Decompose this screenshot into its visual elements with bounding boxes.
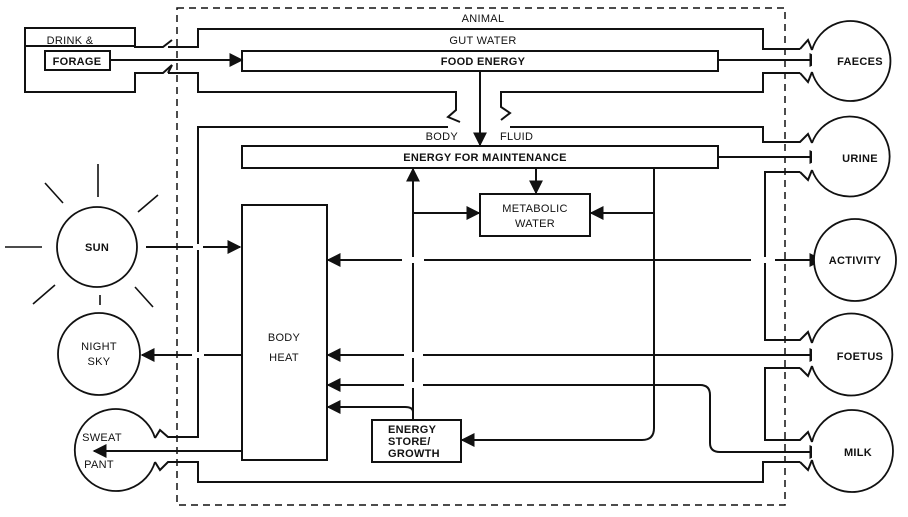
gut-water-channel: GUT WATER [168,28,813,123]
energy-store-line1: ENERGY [388,424,437,436]
energy-store-line3: GROWTH [388,448,440,460]
body-heat-line1: BODY [268,332,301,344]
animal-label: ANIMAL [462,13,505,25]
activity-label: ACTIVITY [829,255,882,267]
foetus-circle [811,312,894,397]
body-heat-box [241,204,328,461]
maintenance-to-store-arrow [460,168,655,447]
milk-label: MILK [844,447,872,459]
metabolic-water-line1: METABOLIC [502,203,567,215]
animal-boundary [176,7,786,506]
drink-label: DRINK & [47,35,94,47]
sun-rays-icon [5,164,159,308]
foetus-label: FOETUS [837,351,883,363]
metabolic-water-line2: WATER [515,218,555,230]
night-sky-circle [57,312,141,396]
sweat-pant-circle [73,408,156,492]
body-fluid-channel: BODY FLUID [154,126,813,483]
faeces-circle [811,20,892,102]
sun-circle [56,206,138,288]
gut-water-label: GUT WATER [449,35,516,47]
sun-label: SUN [85,242,109,254]
energy-store-line2: STORE/ [388,436,431,448]
night-sky-line2: SKY [88,356,111,368]
energy-store-growth-box [371,419,462,463]
night-sky-line1: NIGHT [81,341,117,353]
urine-circle [811,115,891,198]
drink-forage-input: DRINK & FORAGE [24,27,173,93]
body-heat-line2: HEAT [269,352,299,364]
food-energy-label: FOOD ENERGY [441,56,526,68]
urine-label: URINE [842,153,878,165]
energy-for-maintenance-label: ENERGY FOR MAINTENANCE [403,152,566,164]
milk-circle [811,409,894,493]
sweat-label: SWEAT [82,432,122,444]
body-label: BODY [426,131,459,143]
store-to-body-heat-arrow [326,400,414,414]
activity-circle [813,218,897,302]
fluid-label: FLUID [500,131,533,143]
faeces-label: FAECES [837,56,883,68]
pant-label: PANT [84,459,114,471]
sun: SUN [5,164,159,308]
trunk-to-milk-arrow [654,384,824,459]
forage-label: FORAGE [53,56,102,68]
